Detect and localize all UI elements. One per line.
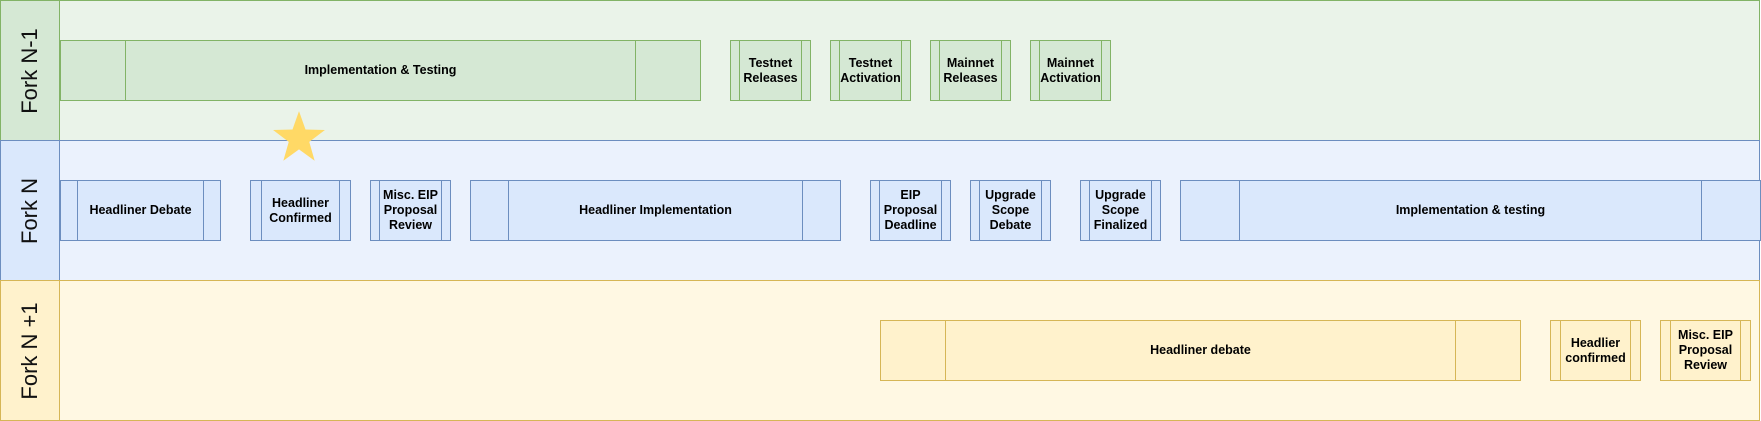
process-label: Implementation & Testing [304,63,457,77]
process-label: Implementation & testing [1395,203,1546,217]
process-eip-proposal-deadline[interactable]: EIP Proposal Deadline [870,180,951,241]
process-label: Headlier confirmed [1565,335,1626,365]
process-headliner-implementation[interactable]: Headliner Implementation [470,180,841,241]
process-testnet-activation[interactable]: Testnet Activation [830,40,911,101]
process-label: Mainnet Activation [1040,55,1101,85]
process-misc-eip-review-n[interactable]: Misc. EIP Proposal Review [370,180,451,241]
lane-header-fork-n-plus-1: Fork N +1 [0,280,60,421]
process-implementation-testing-n-minus-1[interactable]: Implementation & Testing [60,40,701,101]
process-implementation-testing-n[interactable]: Implementation & testing [1180,180,1761,241]
process-upgrade-scope-debate[interactable]: Upgrade Scope Debate [970,180,1051,241]
process-label: Misc. EIP Proposal Review [1678,328,1733,372]
process-label: Headliner Confirmed [269,195,332,225]
process-label: Testnet Releases [743,55,798,85]
process-headliner-debate-n[interactable]: Headliner Debate [60,180,221,241]
lane-header-fork-n: Fork N [0,140,60,281]
star-icon [273,111,325,161]
process-label: Misc. EIP Proposal Review [383,188,438,232]
process-mainnet-activation[interactable]: Mainnet Activation [1030,40,1111,101]
process-label: Mainnet Releases [943,55,998,85]
process-testnet-releases[interactable]: Testnet Releases [730,40,811,101]
process-label: Headliner debate [1150,343,1251,357]
process-headliner-confirmed-n-plus-1[interactable]: Headlier confirmed [1550,320,1641,381]
lane-title: Fork N [17,177,42,244]
lane-header-fork-n-minus-1: Fork N-1 [0,0,60,141]
process-label: Upgrade Scope Debate [985,188,1036,232]
process-label: Upgrade Scope Finalized [1093,188,1148,232]
process-label: Headliner Debate [89,203,192,217]
process-headliner-debate-n-plus-1[interactable]: Headliner debate [880,320,1521,381]
process-misc-eip-review-n-plus-1[interactable]: Misc. EIP Proposal Review [1660,320,1751,381]
process-upgrade-scope-finalized[interactable]: Upgrade Scope Finalized [1080,180,1161,241]
process-label: EIP Proposal Deadline [883,188,938,232]
process-mainnet-releases[interactable]: Mainnet Releases [930,40,1011,101]
lane-title: Fork N +1 [17,301,42,400]
process-label: Headliner Implementation [579,203,732,217]
process-headliner-confirmed-n[interactable]: Headliner Confirmed [250,180,351,241]
process-label: Testnet Activation [840,55,901,85]
lane-title: Fork N-1 [17,27,42,114]
